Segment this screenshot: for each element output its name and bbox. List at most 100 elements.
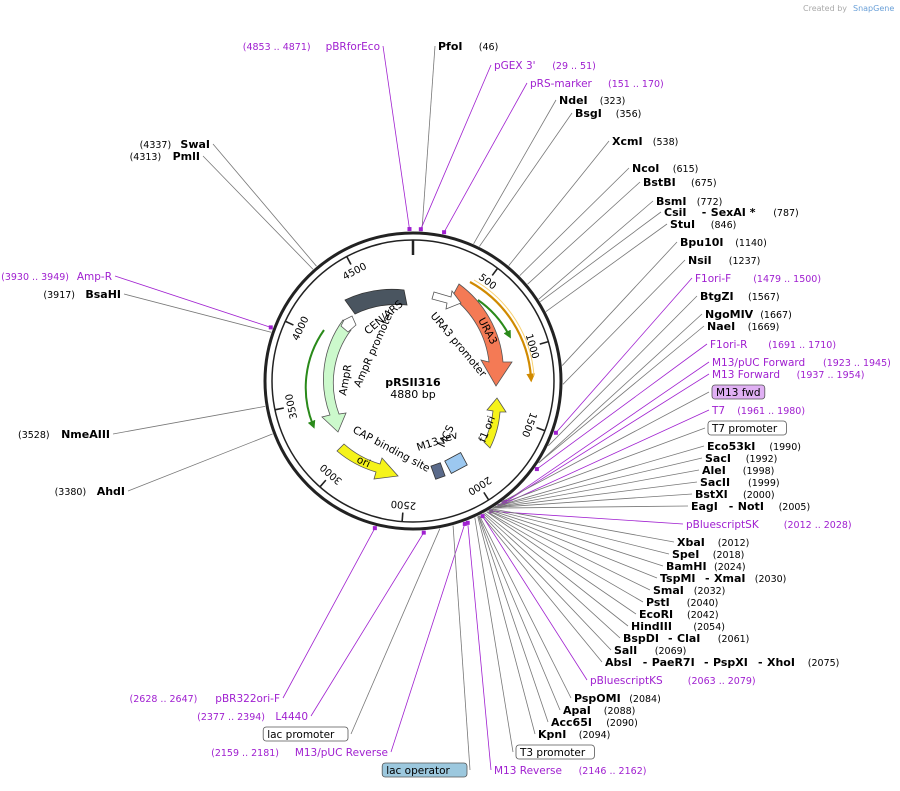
right-label-42[interactable]: PspOMI(2084) xyxy=(574,692,661,705)
right-label-21[interactable]: T7(1961 .. 1980) xyxy=(711,405,805,417)
right-label-43[interactable]: ApaI(2088) xyxy=(563,704,635,717)
right-label-7[interactable]: BstBI(675) xyxy=(643,176,717,189)
left-label-4[interactable]: BsaHI(3917) xyxy=(43,288,121,301)
feature-ura3-promoter[interactable] xyxy=(431,290,462,310)
left-label-2[interactable]: PmlI(4313) xyxy=(130,150,200,163)
tick-line-2000 xyxy=(483,491,490,501)
label-position: (1999) xyxy=(748,478,780,489)
right-label-45[interactable]: KpnI(2094) xyxy=(538,728,610,741)
leader-right-label-28 xyxy=(492,505,689,509)
tick-label-4000: 4000 xyxy=(291,315,312,343)
label-position: (1998) xyxy=(743,466,775,477)
right-label-37[interactable]: HindIII(2054) xyxy=(631,620,725,633)
feature-ampr[interactable] xyxy=(321,319,352,433)
right-label-36[interactable]: EcoRI(2042) xyxy=(639,608,719,621)
right-label-32[interactable]: BamHI(2024) xyxy=(666,560,746,573)
tick-line-3000 xyxy=(319,479,327,488)
left-label-11[interactable]: lac operator xyxy=(381,762,468,778)
box-text: lac promoter xyxy=(267,729,335,741)
label-name: NcoI xyxy=(632,162,659,175)
label-position: (846) xyxy=(711,220,737,231)
primer-site-marker xyxy=(442,230,447,235)
left-label-0[interactable]: pBRforEco(4853 .. 4871) xyxy=(243,41,380,53)
right-label-47[interactable]: M13 Reverse(2146 .. 2162) xyxy=(494,765,646,777)
right-label-30[interactable]: XbaI(2012) xyxy=(677,536,749,549)
right-label-25[interactable]: AleI(1998) xyxy=(702,464,774,477)
right-label-4[interactable]: BsgI (356) xyxy=(575,107,641,120)
right-label-38[interactable]: BspDI-ClaI(2061) xyxy=(623,632,749,645)
right-label-27[interactable]: BstXI(2000) xyxy=(695,488,775,501)
right-label-0[interactable]: PfoI(46) xyxy=(438,40,498,53)
label-name: SalI xyxy=(614,644,637,657)
right-label-28[interactable]: EagI-NotI(2005) xyxy=(691,500,810,513)
right-label-6[interactable]: NcoI(615) xyxy=(632,162,698,175)
right-label-20[interactable]: M13 fwd xyxy=(711,384,766,400)
right-label-29[interactable]: pBluescriptSK(2012 .. 2028) xyxy=(686,519,852,531)
right-label-46[interactable]: T3 promoter xyxy=(515,744,595,760)
label-name: PspOMI xyxy=(574,692,621,705)
feature-mcs[interactable] xyxy=(444,452,468,474)
left-label-1[interactable]: SwaI(4337) xyxy=(140,138,210,151)
right-label-10[interactable]: StuI(846) xyxy=(670,218,736,231)
right-label-40[interactable]: AbsI-PaeR7I-PspXI-XhoI(2075) xyxy=(605,656,839,669)
left-label-9[interactable]: lac promoter xyxy=(262,726,349,742)
box-right-label-20 xyxy=(711,384,766,400)
plasmid-name: pRSII316 xyxy=(385,376,441,389)
label-name: BsgI xyxy=(575,107,602,120)
label-position: (4313) xyxy=(130,152,162,163)
right-label-22[interactable]: T7 promoter xyxy=(707,420,787,436)
right-label-41[interactable]: pBluescriptKS(2063 .. 2079) xyxy=(590,675,756,687)
right-label-2[interactable]: pRS-marker(151 .. 170) xyxy=(530,78,664,90)
right-label-14[interactable]: BtgZI(1567) xyxy=(700,290,780,303)
right-label-19[interactable]: M13 Forward(1937 .. 1954) xyxy=(712,369,864,381)
right-label-5[interactable]: XcmI(538) xyxy=(612,135,678,148)
feature-cen-ars[interactable] xyxy=(344,289,408,315)
right-label-34[interactable]: SmaI(2032) xyxy=(653,584,725,597)
left-label-7[interactable]: pBR322ori-F(2628 .. 2647) xyxy=(130,693,280,705)
right-label-31[interactable]: SpeI(2018) xyxy=(672,548,744,561)
label-position: (356) xyxy=(616,109,642,120)
feature-ampr-promoter[interactable] xyxy=(340,315,357,333)
right-label-23[interactable]: Eco53kI(1990) xyxy=(707,440,801,453)
label-name: XbaI xyxy=(677,536,705,549)
left-label-3[interactable]: Amp-R(3930 .. 3949) xyxy=(1,271,112,283)
feature-f1-ori[interactable] xyxy=(483,397,507,449)
right-label-39[interactable]: SalI(2069) xyxy=(614,644,686,657)
right-label-3[interactable]: NdeI(323) xyxy=(559,94,625,107)
leader-right-label-26 xyxy=(493,481,698,508)
label-position: (323) xyxy=(600,96,626,107)
right-label-12[interactable]: NsiI(1237) xyxy=(688,254,760,267)
label-name: M13 Forward xyxy=(712,369,780,381)
right-label-9[interactable]: CsiI-SexAI *(787) xyxy=(664,206,799,219)
right-label-13[interactable]: F1ori-F(1479 .. 1500) xyxy=(695,273,821,285)
right-label-16[interactable]: NaeI(1669) xyxy=(707,320,779,333)
right-label-44[interactable]: Acc65I(2090) xyxy=(551,716,638,729)
leader-right-label-33 xyxy=(488,510,658,579)
left-label-6[interactable]: AhdI(3380) xyxy=(55,485,125,498)
right-label-24[interactable]: SacI(1992) xyxy=(705,452,777,465)
label-position: (2018) xyxy=(713,550,745,561)
left-label-5[interactable]: NmeAIII(3528) xyxy=(18,428,110,441)
feature-m13-rev[interactable] xyxy=(430,462,446,480)
backbone-outer-ring xyxy=(263,231,563,531)
label-name: ClaI xyxy=(677,632,700,645)
feature-ura3[interactable] xyxy=(451,283,513,387)
label-position: (46) xyxy=(479,42,499,53)
left-label-10[interactable]: M13/pUC Reverse(2159 .. 2181) xyxy=(211,747,388,759)
right-label-18[interactable]: M13/pUC Forward(1923 .. 1945) xyxy=(712,357,891,369)
right-label-17[interactable]: F1ori-R(1691 .. 1710) xyxy=(710,339,836,351)
leader-right-label-37 xyxy=(484,512,629,627)
right-label-15[interactable]: NgoMIV(1667) xyxy=(705,308,792,321)
right-label-8[interactable]: BsmI(772) xyxy=(656,195,722,208)
right-label-1[interactable]: pGEX 3'(29 .. 51) xyxy=(494,60,596,72)
feature-ori[interactable] xyxy=(336,443,399,480)
right-label-35[interactable]: PstI(2040) xyxy=(646,596,718,609)
label-position: (538) xyxy=(653,137,679,148)
label-name: AbsI xyxy=(605,656,632,669)
right-label-11[interactable]: Bpu10I(1140) xyxy=(680,236,767,249)
left-label-8[interactable]: L4440(2377 .. 2394) xyxy=(197,711,308,723)
right-label-33[interactable]: TspMI-XmaI(2030) xyxy=(660,572,786,585)
tick-line-2500 xyxy=(401,512,404,522)
right-label-26[interactable]: SacII(1999) xyxy=(700,476,780,489)
label-position: (2054) xyxy=(693,622,725,633)
